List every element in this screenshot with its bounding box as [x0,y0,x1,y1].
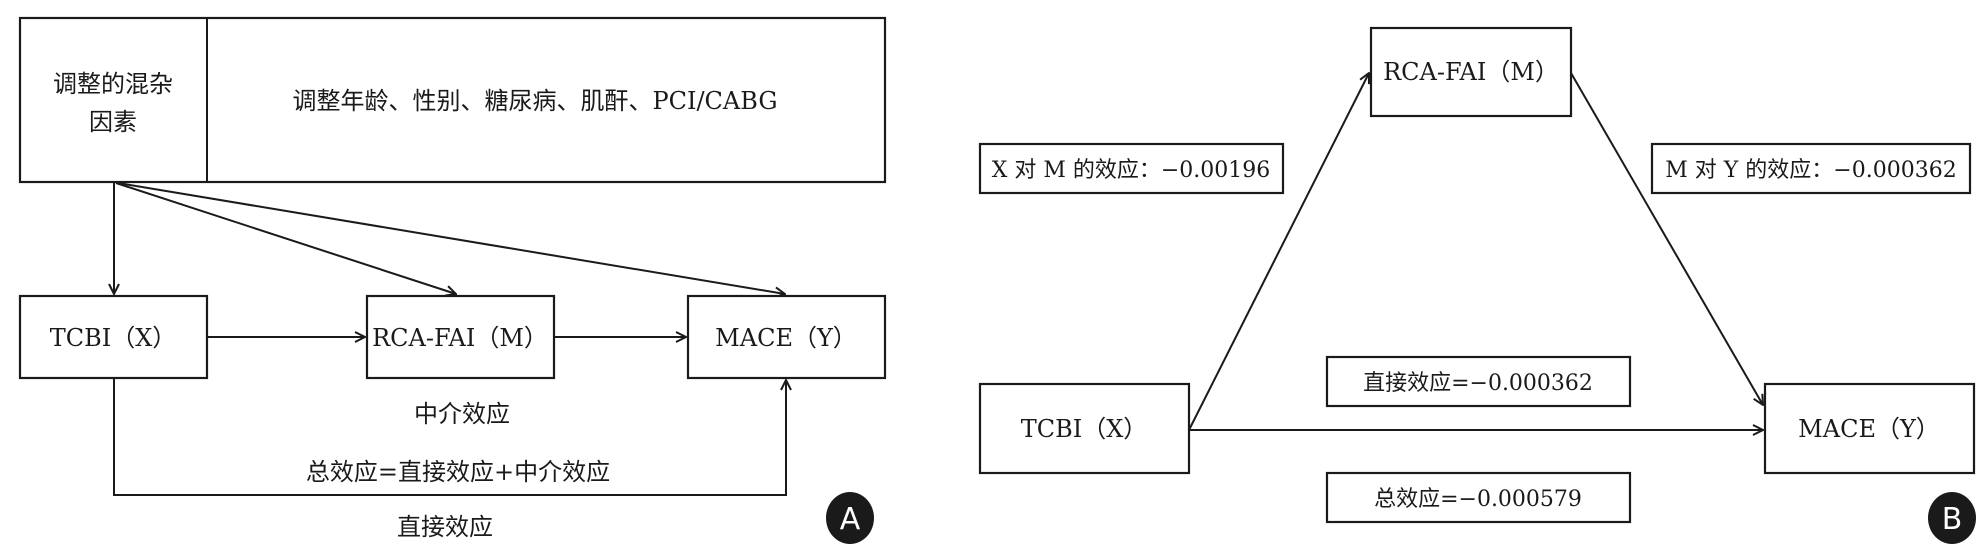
node-y-label: MACE（Y） [715,324,857,352]
node-y-box-b [1763,382,1976,475]
arrow-m-to-y-b [1570,72,1763,405]
direct-effect-label: 直接效应 [397,513,493,541]
node-y-label-b: MACE（Y） [1798,415,1940,443]
panel-b-badge-label: B [1942,502,1963,537]
arrow-direct-path [113,378,786,496]
mediation-effect-label: 中介效应 [414,400,510,428]
arrow-confounder-to-m [115,182,456,294]
x-to-m-effect-box [978,142,1285,195]
confounder-title-line2: 因素 [89,108,137,136]
direct-effect-value: 直接效应=−0.000362 [1363,371,1593,396]
node-x-box-b [978,382,1191,475]
total-effect-value: 总效应=−0.000579 [1374,487,1582,512]
confounder-title-line1: 调整的混杂 [53,70,173,98]
arrow-x-to-m-b [1188,73,1369,431]
arrow-confounder-to-y [117,182,785,294]
panel-b: RCA-FAI（M） TCBI（X） MACE（Y） X 对 M 的效应：−0.… [978,26,1976,544]
panel-a-badge-label: A [840,502,861,537]
node-x-box [18,294,209,380]
x-to-m-effect-label: X 对 M 的效应：−0.00196 [992,158,1271,183]
node-m-label-b: RCA-FAI（M） [1383,58,1559,86]
m-to-y-effect-box [1650,142,1972,195]
node-m-label: RCA-FAI（M） [372,324,548,352]
confounder-box [18,16,887,184]
node-m-box-b [1369,26,1573,118]
m-to-y-effect-label: M 对 Y 的效应：−0.000362 [1665,158,1956,183]
node-x-label-b: TCBI（X） [1021,415,1148,443]
confounder-list: 调整年龄、性别、糖尿病、肌酐、PCI/CABG [292,87,777,115]
panel-a-badge [826,492,874,544]
total-effect-box [1325,471,1632,524]
node-m-box [365,294,556,380]
node-x-label: TCBI（X） [50,324,177,352]
panel-a: 调整的混杂 因素 调整年龄、性别、糖尿病、肌酐、PCI/CABG TCBI（X）… [18,16,887,544]
panel-b-badge [1928,492,1976,544]
direct-effect-box [1325,355,1632,408]
total-effect-formula: 总效应=直接效应+中介效应 [306,458,610,486]
node-y-box [686,294,887,380]
